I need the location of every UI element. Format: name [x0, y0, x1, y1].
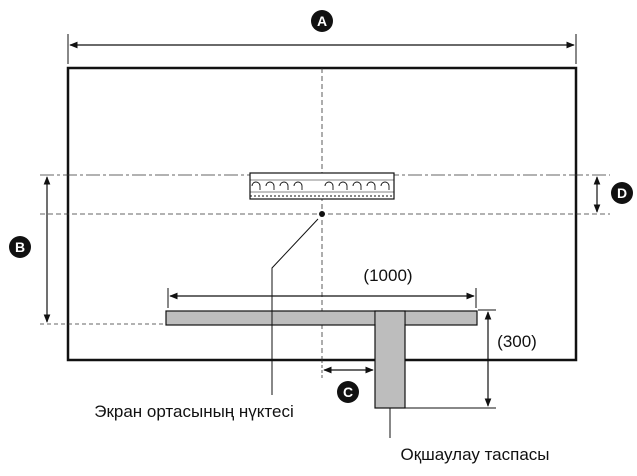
dimension-b: B — [9, 176, 168, 325]
bracket-hook — [352, 181, 362, 190]
badge-a-letter: A — [317, 13, 327, 29]
dimension-c: C — [321, 360, 374, 403]
wall-mount-bracket — [249, 172, 395, 200]
screen-center-point — [319, 211, 325, 217]
bracket-hook — [366, 181, 376, 190]
height-value-label: (300) — [497, 332, 537, 351]
badge-a: A — [311, 10, 333, 32]
screen-center-leader — [271, 218, 319, 395]
screen-center-label: Экран ортасының нүктесі — [94, 402, 294, 421]
badge-d-letter: D — [617, 185, 627, 201]
dimension-d: D — [593, 176, 633, 213]
bracket-hook — [338, 181, 348, 190]
badge-b: B — [9, 236, 31, 258]
bracket-hook — [279, 181, 289, 190]
badge-c-letter: C — [343, 384, 353, 400]
dimension-1000: (1000) — [167, 266, 477, 308]
dimension-a: A — [67, 10, 577, 64]
bracket-hook — [293, 181, 303, 190]
bracket-hook — [324, 181, 334, 190]
badge-c: C — [337, 381, 359, 403]
badge-b-letter: B — [15, 239, 25, 255]
bracket-hook — [265, 181, 275, 190]
bracket-hook — [380, 181, 390, 190]
dimension-300: (300) — [405, 309, 537, 409]
spacer-tape-label: Оқшаулау таспасы — [400, 445, 549, 464]
spacer-tape — [165, 310, 478, 409]
badge-d: D — [611, 182, 633, 204]
width-value-label: (1000) — [363, 266, 412, 285]
bracket-hook — [251, 181, 261, 190]
